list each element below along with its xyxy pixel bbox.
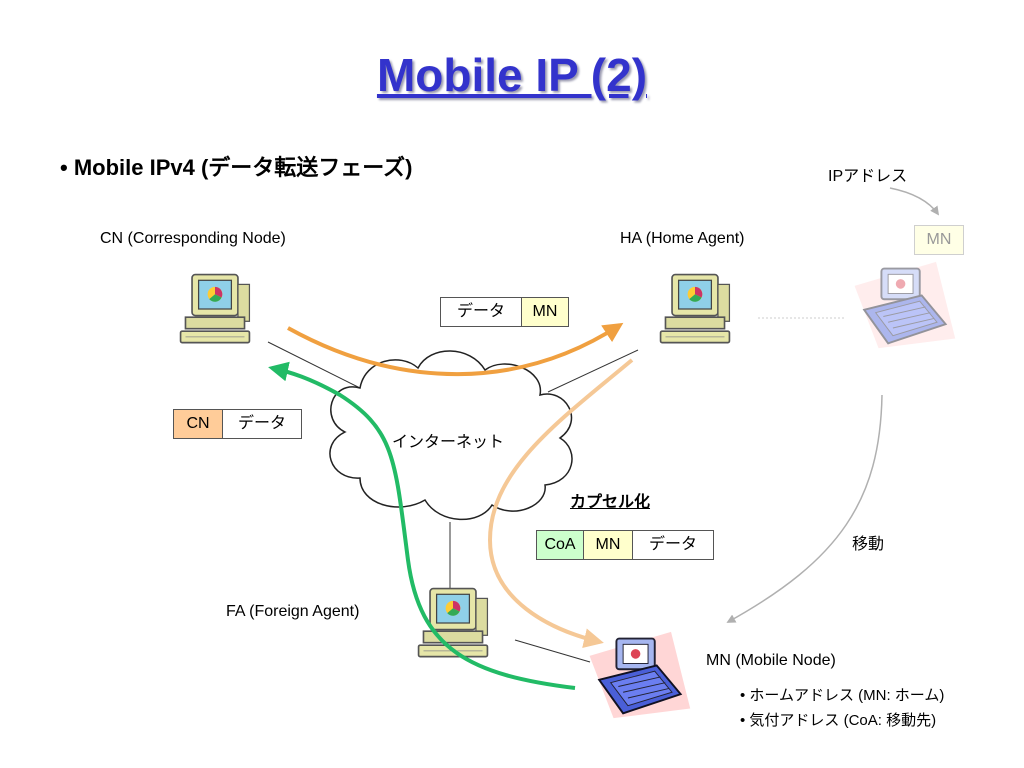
packet-cn-cell: CN	[174, 410, 223, 438]
packet-tunnel: CoA MN データ	[536, 530, 714, 560]
packet-coa-cell: CoA	[537, 531, 584, 559]
mn-note-care-of-address: • 気付アドレス (CoA: 移動先)	[740, 712, 937, 729]
ha-computer-icon	[659, 273, 731, 344]
mn-ghost-address-box: MN	[914, 225, 964, 255]
fa-label: FA (Foreign Agent)	[226, 603, 360, 620]
arrow-cn-to-ha	[287, 322, 624, 377]
packet-data-cell: データ	[441, 298, 522, 326]
encapsulation-label: カプセル化	[570, 494, 651, 511]
arrow-move	[726, 394, 883, 623]
arrow-ha-to-mn-tunnel	[487, 358, 634, 648]
packet-data-cell: データ	[237, 415, 286, 432]
link-fa-mn	[514, 639, 591, 663]
slide-title: Mobile IP (2)	[376, 49, 648, 101]
packet-cn-to-ha: データ MN	[440, 297, 569, 327]
link-cn-internet	[267, 341, 361, 389]
arrow-ip-address	[889, 187, 940, 216]
internet-label: インターネット	[392, 434, 505, 451]
ip-address-label: IPアドレス	[828, 168, 908, 185]
arrow-mn-to-cn	[268, 361, 576, 690]
move-label: 移動	[852, 536, 885, 553]
ha-label: HA (Home Agent)	[620, 230, 745, 247]
mn-note-home-address: • ホームアドレス (MN: ホーム)	[740, 687, 945, 704]
packet-data-cell: データ	[648, 536, 697, 553]
bullet-heading: • Mobile IPv4 (データ転送フェーズ)	[60, 155, 413, 180]
packet-reply: CN データ	[173, 409, 302, 439]
link-ha-internet	[547, 349, 639, 393]
mn-ghost-laptop-icon	[853, 260, 957, 350]
cn-computer-icon	[179, 273, 251, 344]
mn-laptop-icon	[588, 630, 692, 720]
mn-label: MN (Mobile Node)	[706, 652, 836, 669]
packet-mn-cell: MN	[522, 298, 568, 326]
packet-mn-cell: MN	[584, 531, 633, 559]
cn-label: CN (Corresponding Node)	[100, 230, 286, 247]
